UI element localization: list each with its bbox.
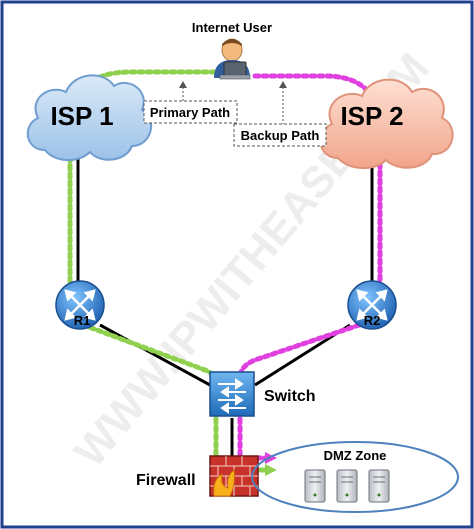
r2-label: R2 xyxy=(364,313,381,328)
cloud-icon xyxy=(26,74,152,161)
router-r2: R2 xyxy=(347,280,397,330)
server-icon xyxy=(368,469,390,503)
dmz-zone: DMZ Zone xyxy=(251,441,459,513)
backup-path-label: Backup Path xyxy=(241,128,320,143)
r1-label: R1 xyxy=(74,313,91,328)
switch-label: Switch xyxy=(264,388,316,405)
link-r1-switch xyxy=(99,323,211,387)
backup-path-arrow xyxy=(265,452,277,464)
router-r1: R1 xyxy=(55,280,105,330)
physical-links xyxy=(76,150,374,458)
isp2-label: ISP 2 xyxy=(340,101,403,131)
internet-user-label: Internet User xyxy=(192,20,272,35)
switch: Switch xyxy=(209,371,316,417)
isp2-cloud: ISP 2 xyxy=(319,78,454,169)
server-icon xyxy=(304,469,326,503)
firewall-label: Firewall xyxy=(136,472,196,489)
dmz-ellipse xyxy=(251,441,459,513)
isp1-label: ISP 1 xyxy=(50,101,113,131)
internet-user: Internet User xyxy=(192,20,272,80)
primary-path-callout: Primary Path xyxy=(143,81,238,124)
primary-path-arrow xyxy=(265,464,277,476)
server-icon xyxy=(336,469,358,503)
dmz-zone-label: DMZ Zone xyxy=(324,448,387,463)
user-icon xyxy=(214,38,251,80)
switch-icon xyxy=(209,371,255,417)
primary-path-label: Primary Path xyxy=(150,105,230,120)
firewall-icon xyxy=(209,455,259,497)
backup-path-callout: Backup Path xyxy=(233,81,327,147)
isp1-cloud: ISP 1 xyxy=(26,74,152,161)
cloud-icon xyxy=(319,78,454,169)
firewall: Firewall xyxy=(136,455,259,497)
